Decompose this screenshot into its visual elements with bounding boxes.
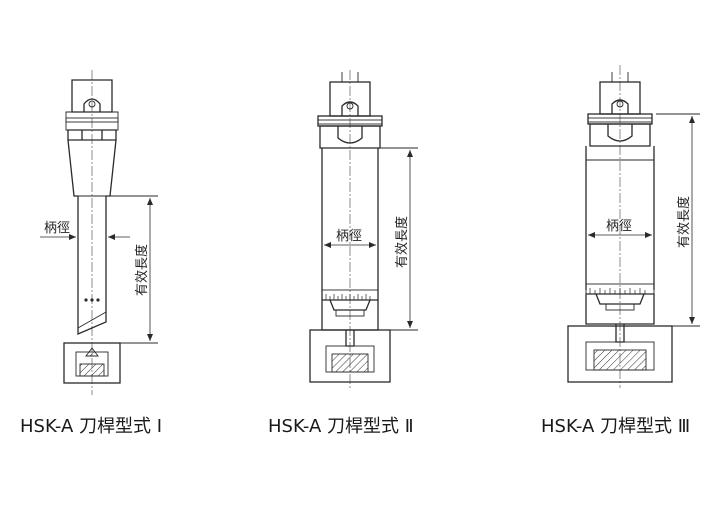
tool-3-effective-length-label: 有效長度 xyxy=(676,196,692,248)
tool-2-caption: HSK-A 刀桿型式 Ⅱ xyxy=(268,416,414,437)
tool-1-caption: HSK-A 刀桿型式 Ⅰ xyxy=(20,416,162,437)
tool-1-shank-diameter-label: 柄徑 xyxy=(44,221,70,236)
tool-type-3-drawing xyxy=(567,65,700,388)
tool-3-caption: HSK-A 刀桿型式 Ⅲ xyxy=(541,416,690,437)
tool-type-1-drawing xyxy=(40,70,158,395)
tool-3-shank-diameter-label: 柄徑 xyxy=(606,219,632,234)
tool-2-shank-diameter-label: 柄徑 xyxy=(336,229,362,244)
tool-type-2-drawing xyxy=(309,70,418,388)
tool-2-effective-length-label: 有效長度 xyxy=(394,216,410,268)
tool-1-effective-length-label: 有效長度 xyxy=(134,244,150,296)
